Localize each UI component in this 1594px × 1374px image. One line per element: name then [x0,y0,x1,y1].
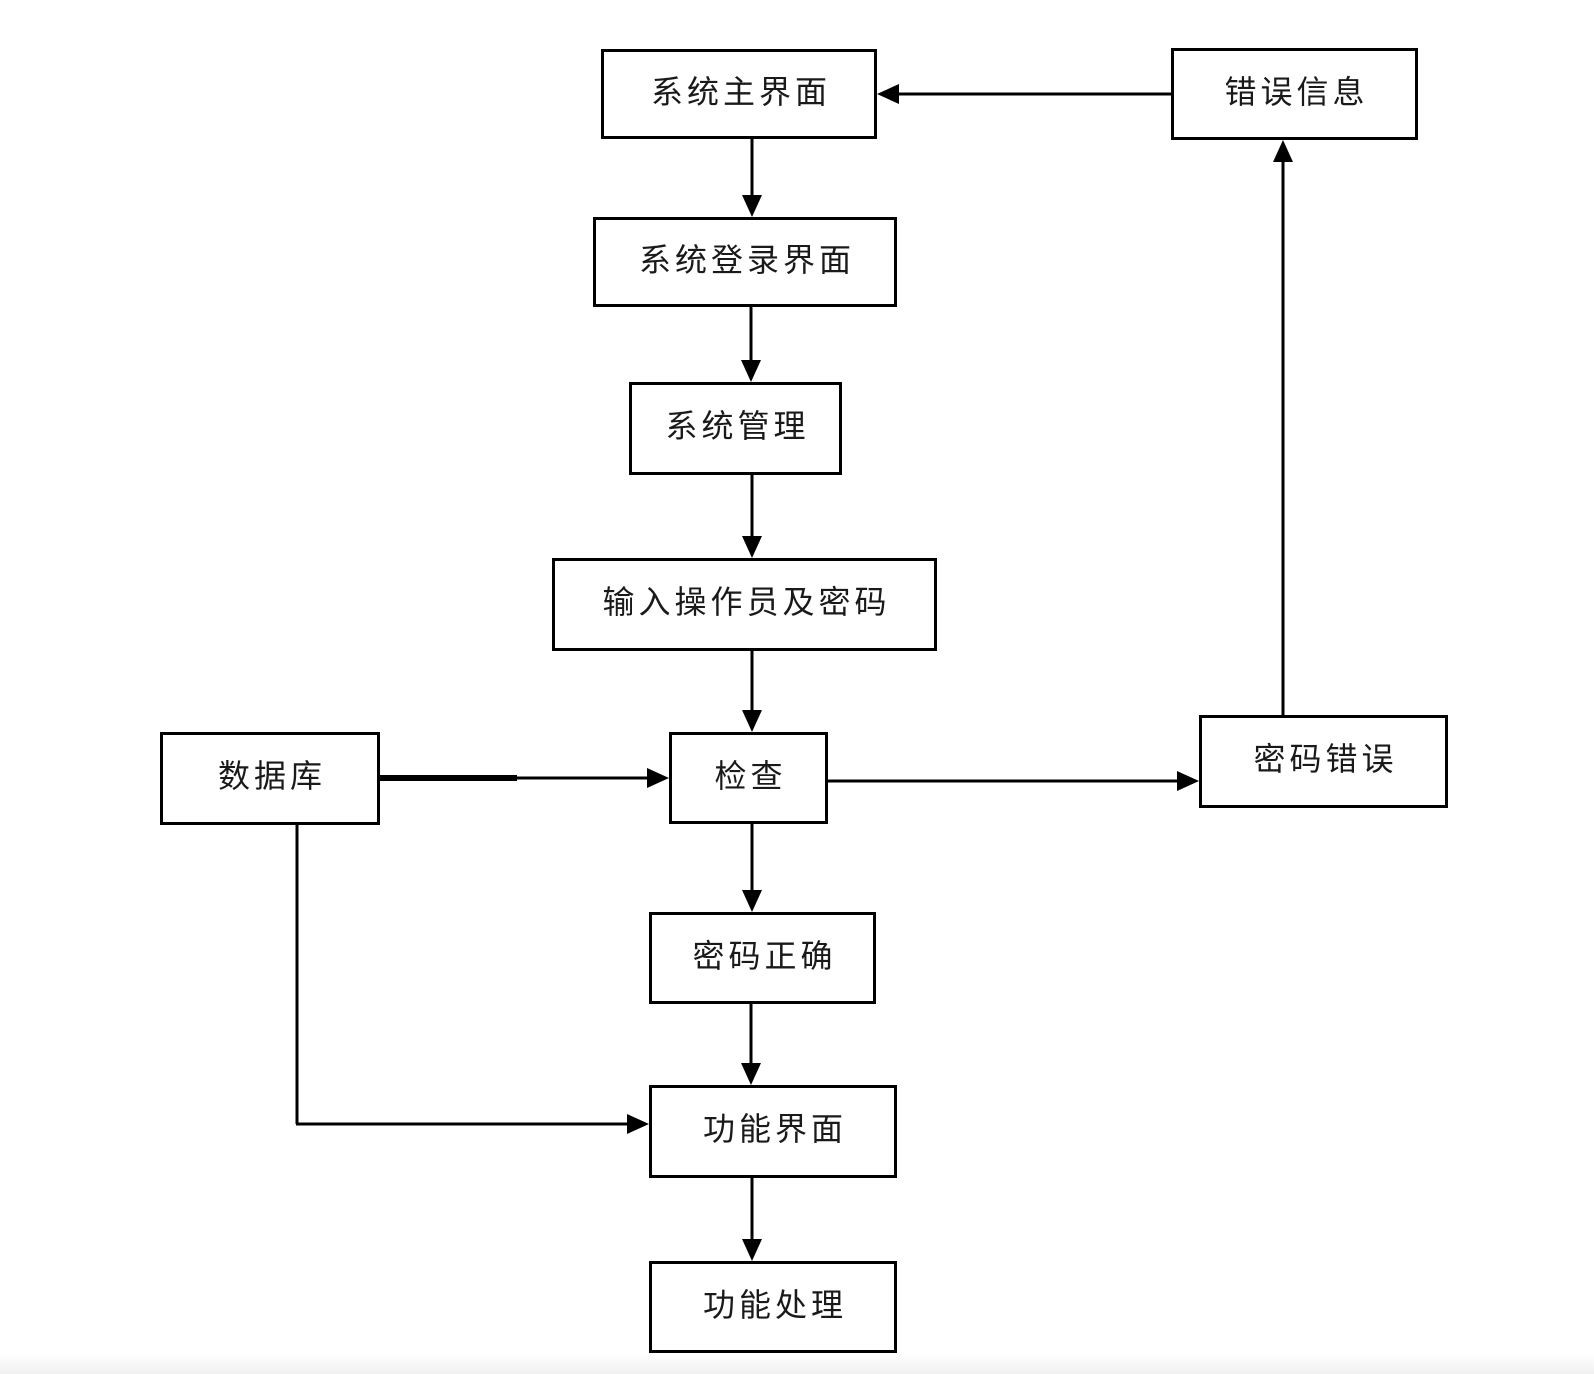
edge-errorinfo-to-main [877,84,1171,104]
node-password-wrong: 密码错误 [1199,715,1448,808]
edge-database-to-funcui [295,825,649,1134]
node-label: 输入操作员及密码 [602,583,891,621]
edge-database-to-check [380,768,669,788]
edge-check-to-pwdwrong [828,771,1199,791]
node-input-operator-password: 输入操作员及密码 [552,558,937,651]
node-password-correct: 密码正确 [649,912,876,1004]
node-label: 系统登录界面 [638,240,855,279]
node-label: 数据库 [217,757,326,795]
node-function-processing: 功能处理 [649,1261,897,1353]
edge-pwdcorrect-to-funcui [741,1004,761,1085]
node-system-login-interface: 系统登录界面 [593,217,897,307]
node-label: 系统管理 [665,407,810,445]
node-function-interface: 功能界面 [649,1085,897,1178]
node-label: 错误信息 [1224,72,1369,111]
node-system-management: 系统管理 [629,382,842,475]
edge-check-to-pwdcorrect [742,824,762,912]
node-label: 密码错误 [1253,740,1398,778]
node-error-info: 错误信息 [1171,48,1418,140]
node-system-main-interface: 系统主界面 [601,49,877,139]
node-label: 密码正确 [692,936,837,975]
edge-input-to-check [742,651,762,732]
node-label: 功能界面 [702,1110,847,1148]
edge-sysmgmt-to-input [742,475,762,558]
node-check: 检查 [669,732,828,824]
node-label: 检查 [714,756,787,795]
edge-main-to-login [742,139,762,217]
node-label: 功能处理 [702,1285,847,1324]
node-label: 系统主界面 [650,72,831,111]
node-database: 数据库 [160,732,380,825]
edge-login-to-sysmgmt [741,307,761,382]
edge-pwdwrong-to-errorinfo [1273,140,1293,715]
edge-funcui-to-funcproc [742,1178,762,1261]
